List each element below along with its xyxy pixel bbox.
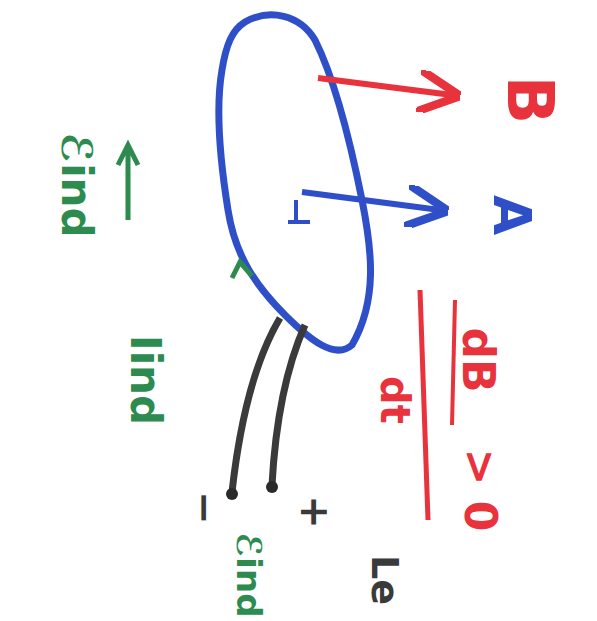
terminal-sign: − bbox=[185, 491, 225, 525]
area-vector-label: A bbox=[486, 195, 538, 235]
field-arrow bbox=[318, 78, 452, 95]
inequality-label: > 0 bbox=[458, 449, 502, 532]
terminal-dot bbox=[266, 481, 278, 493]
lead-wire bbox=[272, 325, 305, 485]
wire-loop bbox=[219, 15, 371, 350]
emf-label: ℰind bbox=[54, 133, 96, 238]
normal-mark bbox=[288, 200, 310, 222]
emf-direction-arrow bbox=[118, 145, 138, 220]
terminal-dot bbox=[226, 488, 238, 500]
field-label: B bbox=[498, 76, 562, 125]
current-label: Iind bbox=[124, 335, 166, 425]
terminal-sign: + bbox=[295, 495, 335, 529]
area-vector-arrow bbox=[302, 192, 440, 210]
fraction-numerator: dB bbox=[456, 327, 500, 392]
emf-label: ℰind bbox=[231, 532, 265, 617]
voltage-label: Le bbox=[366, 555, 404, 605]
current-arrowhead bbox=[232, 262, 252, 278]
fraction-denominator: dt bbox=[375, 376, 415, 424]
fraction-bar bbox=[420, 290, 428, 520]
